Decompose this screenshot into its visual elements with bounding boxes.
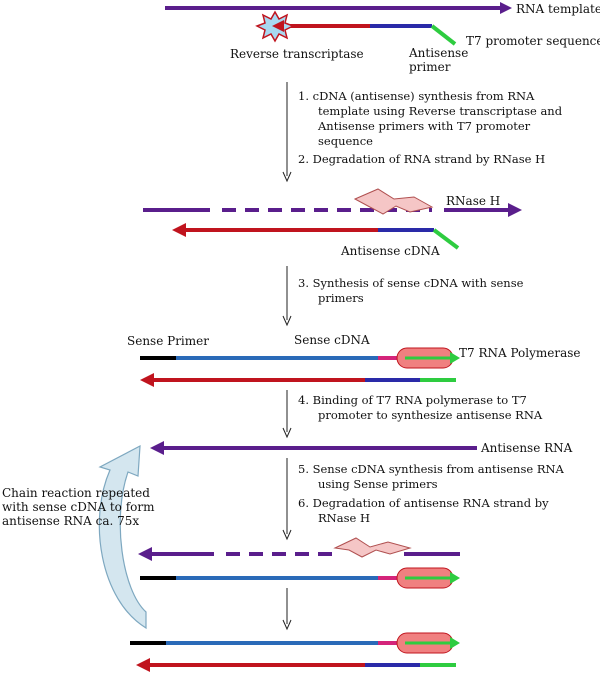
rnase-h-icon-2: [333, 537, 412, 558]
chain-reaction-line: Chain reaction repeated: [2, 486, 150, 500]
step-line: 6. Degradation of antisense RNA strand b…: [298, 496, 549, 510]
stage-2: RNase H Antisense cDNA: [143, 188, 522, 258]
step-arrowhead-4: [282, 529, 292, 541]
rna-template-arrowhead: [500, 2, 512, 14]
stage-6: [130, 632, 460, 672]
step-arrowhead-2: [282, 315, 292, 327]
t7-promoter-tail-2: [432, 228, 460, 250]
step-line: RNase H: [318, 511, 370, 525]
step-arrowhead-5: [282, 619, 292, 631]
reverse-transcriptase-label: Reverse transcriptase: [230, 47, 364, 61]
antisense-cdna-label: Antisense cDNA: [340, 244, 440, 258]
antisense-primer-label-1: Antisense: [408, 46, 468, 60]
step-text-block-1: 1. cDNA (antisense) synthesis from RNA t…: [298, 89, 563, 166]
reverse-transcriptase-arrowhead: [272, 20, 284, 32]
chain-reaction-text: Chain reaction repeated with sense cDNA …: [2, 486, 155, 528]
antisense-primer-label-2: primer: [409, 60, 451, 74]
rnase-h-label: RNase H: [446, 194, 500, 208]
rnase-h-icon: [353, 188, 434, 215]
t7-promoter-label: T7 promoter sequence: [466, 34, 600, 48]
step-text-block-2: 3. Synthesis of sense cDNA with sense pr…: [298, 276, 524, 305]
step-line: 3. Synthesis of sense cDNA with sense: [298, 276, 524, 290]
rna-template-label: RNA template: [516, 2, 600, 16]
chain-reaction-line: antisense RNA ca. 75x: [2, 514, 139, 528]
antisense-cdna-arrowhead-3: [140, 373, 154, 387]
step-line: promoter to synthesize antisense RNA: [318, 408, 543, 422]
step-line: Antisense primers with T7 promoter: [317, 119, 531, 133]
step-line: using Sense primers: [318, 477, 438, 491]
step-arrowhead-3: [282, 427, 292, 439]
chain-reaction-line: with sense cDNA to form: [2, 500, 155, 514]
antisense-rna-arrowhead-5: [138, 547, 152, 561]
antisense-cdna-arrowhead-2: [172, 223, 186, 237]
t7-polymerase-label: T7 RNA Polymerase: [459, 346, 581, 360]
antisense-cdna-arrowhead-6: [136, 658, 150, 672]
sense-primer-label: Sense Primer: [127, 334, 209, 348]
step-line: template using Reverse transcriptase and: [318, 104, 563, 118]
step-text-block-4: 5. Sense cDNA synthesis from antisense R…: [298, 462, 565, 525]
step-line: 1. cDNA (antisense) synthesis from RNA: [298, 89, 535, 103]
t7-promoter-tail-1: [430, 24, 457, 46]
rna-strand-arrowhead: [508, 203, 522, 217]
stage-5: [138, 537, 460, 589]
step-line: primers: [318, 291, 364, 305]
step-text-block-3: 4. Binding of T7 RNA polymerase to T7 pr…: [298, 393, 543, 422]
stage-4: Antisense RNA: [150, 441, 573, 455]
antisense-rna-arrowhead: [150, 441, 164, 455]
t7-transcript-arrowhead: [450, 352, 460, 364]
t7-transcript-arrowhead-6: [450, 637, 460, 649]
sense-cdna-label: Sense cDNA: [294, 333, 370, 347]
antisense-rna-label: Antisense RNA: [480, 441, 573, 455]
step-arrowhead-1: [282, 171, 292, 183]
chain-reaction-arrow: [98, 444, 147, 630]
stage-3: Sense Primer Sense cDNA T7 RNA Polymeras…: [127, 333, 581, 387]
step-line: 4. Binding of T7 RNA polymerase to T7: [298, 393, 527, 407]
step-line: 2. Degradation of RNA strand by RNase H: [298, 152, 545, 166]
t7-transcript-arrowhead-5: [450, 572, 460, 584]
stage-1: RNA template T7 promoter sequence Revers…: [165, 2, 600, 74]
step-line: sequence: [318, 134, 373, 148]
step-line: 5. Sense cDNA synthesis from antisense R…: [298, 462, 565, 476]
